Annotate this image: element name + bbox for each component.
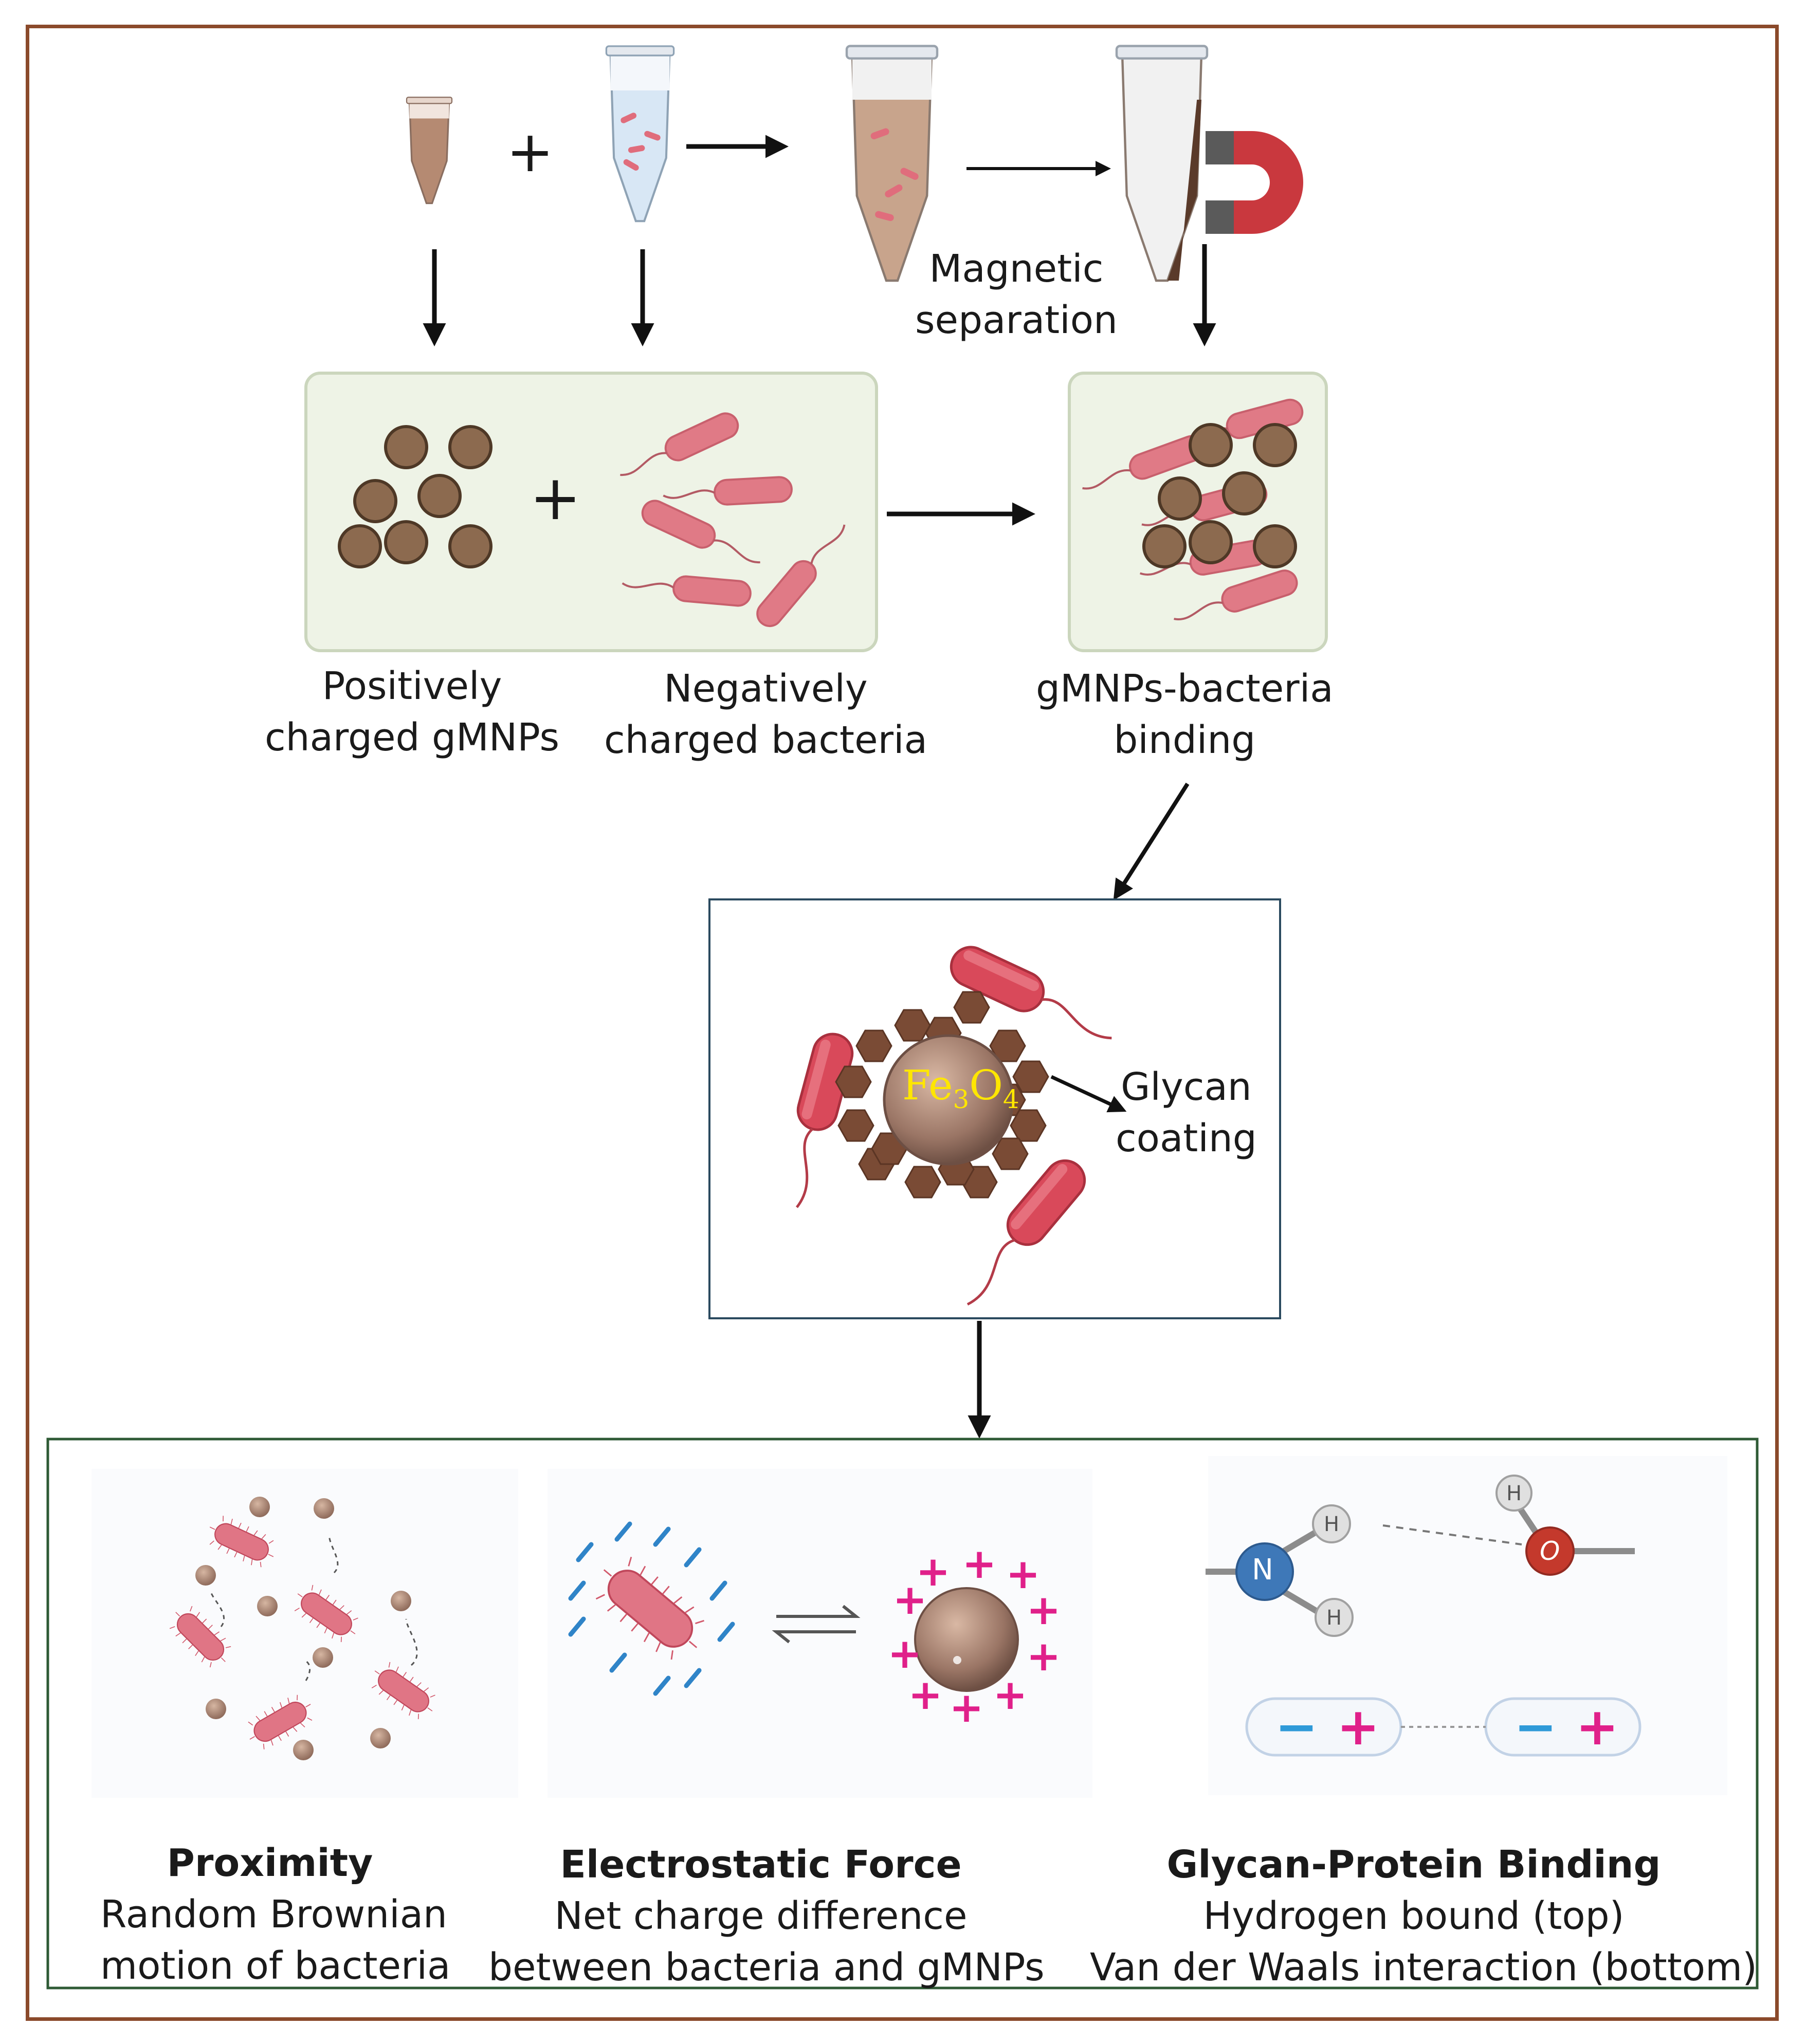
tube-gmnps [406, 97, 453, 205]
atom-h-label-oxygen: H [1506, 1482, 1522, 1505]
arrow-to-detail [1113, 782, 1190, 900]
magnetic-separation-label: Magnetic separation [915, 247, 1118, 342]
dipole-plus-2: + [1576, 1697, 1619, 1757]
dipole-minus-1: − [1275, 1697, 1318, 1757]
dipole-plus-1: + [1337, 1697, 1380, 1757]
svg-text:+: + [908, 1671, 942, 1719]
plus-sign-top: + [506, 119, 554, 185]
caption-glycan-protein: Glycan-Protein Binding Hydrogen bound (t… [1090, 1843, 1757, 1990]
label-negative-bacteria: Negatively charged bacteria [604, 667, 927, 762]
svg-text:+: + [892, 1576, 927, 1624]
atom-h-label-top: H [1324, 1513, 1340, 1536]
atom-o-label: O [1540, 1536, 1560, 1566]
electrostatic-scene: + + + + + + + + + + [568, 1521, 1061, 1732]
figure-frame [26, 25, 1779, 2021]
svg-text:+: + [1006, 1550, 1040, 1598]
tube-separated [1115, 45, 1209, 282]
svg-text:+: + [887, 1630, 922, 1678]
svg-text:+: + [1026, 1586, 1061, 1634]
fe3o4-label: Fe3O4 [902, 1061, 1019, 1114]
arrow-coating [1050, 1075, 1127, 1113]
glycan-scene [1206, 1475, 1641, 1757]
svg-text:+: + [1026, 1632, 1061, 1680]
svg-text:+: + [949, 1684, 983, 1732]
svg-text:+: + [993, 1671, 1027, 1719]
caption-proximity: Proximity Random Brownian motion of bact… [100, 1841, 451, 1988]
tube-bacteria [605, 45, 675, 223]
glycan-coating-label: Glycan coating [1116, 1065, 1257, 1161]
dipole-minus-2: − [1514, 1697, 1557, 1757]
plus-sign-panel: + [530, 463, 581, 534]
label-positive-gmnps: Positively charged gMNPs [265, 664, 560, 760]
svg-text:+: + [916, 1548, 950, 1595]
svg-text:+: + [962, 1540, 996, 1588]
magnet-icon [1206, 131, 1303, 234]
atom-h-label-bottom: H [1326, 1606, 1342, 1630]
atom-n-label: N [1252, 1553, 1273, 1587]
fe3o4-core [883, 1034, 1014, 1166]
label-binding: gMNPs-bacteria binding [1036, 667, 1334, 762]
tube-mixed [845, 45, 939, 282]
gmnp-detail [773, 941, 1122, 1314]
caption-electrostatic: Electrostatic Force Net charge differenc… [488, 1843, 1045, 1990]
proximity-scene [163, 1497, 443, 1760]
